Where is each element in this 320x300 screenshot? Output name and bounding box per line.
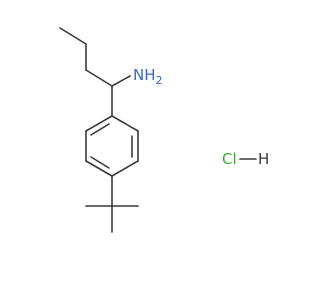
chloride-label: Cl	[222, 150, 237, 168]
bond-c4-n	[111, 75, 131, 87]
amine-label-text: NH	[133, 66, 156, 84]
ring-double-bond-b	[90, 156, 110, 169]
amine-label: NH2	[133, 66, 163, 87]
molecule-drawing: NH2 Cl H	[59, 27, 269, 233]
ring-bond-1	[111, 115, 139, 132]
hydrogen-label: H	[258, 150, 269, 168]
amine-subscript: 2	[156, 74, 163, 87]
bond-c1-c2	[59, 27, 87, 45]
ring-bond-4	[85, 160, 113, 177]
ring-bond-3	[111, 160, 139, 177]
ring-double-bond-c	[90, 123, 110, 136]
ring-bond-6	[85, 115, 113, 132]
structure-canvas: NH2 Cl H	[59, 27, 269, 233]
bond-c3-c4	[85, 69, 113, 87]
